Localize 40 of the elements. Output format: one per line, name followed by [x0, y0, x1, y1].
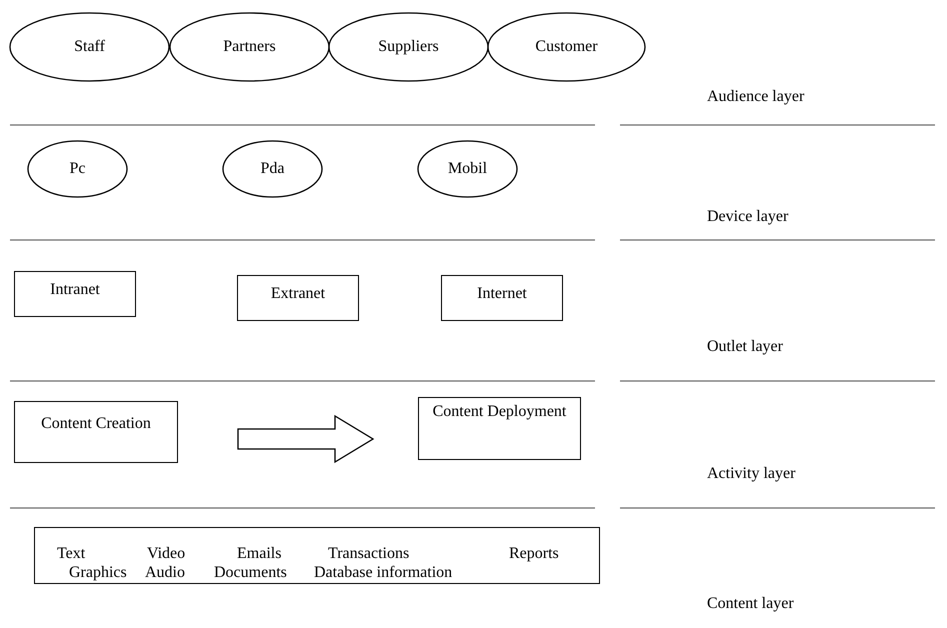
node-label: Video: [147, 544, 186, 563]
node-label: Partners: [222, 37, 277, 56]
layer-label: Device layer: [707, 208, 788, 226]
node-label: Customer: [534, 37, 599, 56]
node-label: Staff: [73, 37, 106, 56]
ellipse-node: [169, 12, 330, 82]
ellipse-node: [487, 12, 646, 82]
ellipse-node: [9, 12, 170, 82]
process-box: [14, 401, 178, 463]
process-box: [237, 275, 359, 321]
layer-label: Content layer: [707, 595, 794, 613]
process-box: [34, 527, 600, 584]
process-box: [418, 397, 581, 460]
node-label: Graphics: [69, 563, 127, 582]
node-label: Database information: [314, 563, 452, 582]
node-label: Transactions: [328, 544, 410, 563]
layer-label: Activity layer: [707, 465, 796, 483]
ellipse-node: [222, 140, 323, 198]
process-box: [14, 271, 136, 317]
node-label: Content Creation: [40, 414, 152, 433]
node-label: Suppliers: [377, 37, 440, 56]
node-label: Intranet: [49, 280, 101, 299]
node-label: Documents: [214, 563, 287, 582]
node-label: Audio: [145, 563, 185, 582]
node-label: Content Deployment: [432, 402, 568, 421]
node-label: Extranet: [270, 284, 326, 303]
block-arrow: [237, 414, 374, 464]
ellipse-node: [417, 140, 518, 198]
node-label: Mobil: [446, 159, 488, 178]
node-label: Text: [57, 544, 86, 563]
node-label: Reports: [509, 544, 559, 563]
process-box: [441, 275, 563, 321]
node-label: Pc: [68, 159, 86, 178]
ellipse-node: [27, 140, 128, 198]
node-label: Emails: [237, 544, 282, 563]
layer-label: Outlet layer: [707, 338, 783, 356]
layer-label: Audience layer: [707, 88, 804, 106]
node-label: Internet: [476, 284, 528, 303]
ellipse-node: [328, 12, 489, 82]
node-label: Pda: [260, 159, 286, 178]
